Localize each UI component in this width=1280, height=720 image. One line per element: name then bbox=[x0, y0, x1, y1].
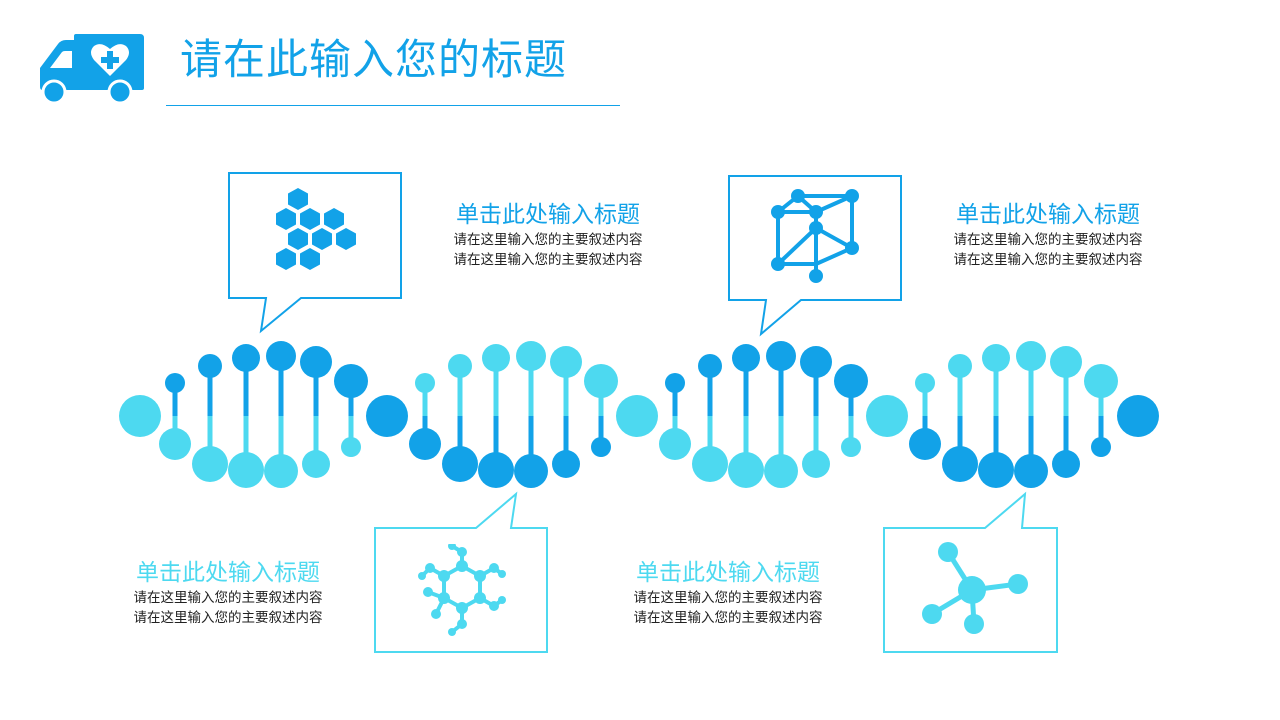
item-text-1: 单击此处输入标题 请在这里输入您的主要叙述内容 请在这里输入您的主要叙述内容 bbox=[428, 200, 668, 270]
item-desc[interactable]: 请在这里输入您的主要叙述内容 bbox=[453, 252, 643, 268]
item-title[interactable]: 单击此处输入标题 bbox=[136, 560, 320, 586]
dna-node bbox=[732, 344, 760, 372]
item-desc[interactable]: 请在这里输入您的主要叙述内容 bbox=[133, 610, 323, 626]
dna-node bbox=[514, 454, 548, 488]
dna-crossing-node bbox=[866, 395, 908, 437]
dna-node bbox=[584, 364, 618, 398]
dna-node bbox=[1084, 364, 1118, 398]
dna-node bbox=[692, 446, 728, 482]
title-divider bbox=[166, 105, 620, 106]
dna-node bbox=[948, 354, 972, 378]
dna-node bbox=[728, 452, 764, 488]
dna-node bbox=[1050, 346, 1082, 378]
dna-node bbox=[698, 354, 722, 378]
dna-node bbox=[982, 344, 1010, 372]
dna-node bbox=[834, 364, 868, 398]
dna-node bbox=[232, 344, 260, 372]
dna-node bbox=[802, 450, 830, 478]
dna-node bbox=[264, 454, 298, 488]
item-text-4: 单击此处输入标题 请在这里输入您的主要叙述内容 请在这里输入您的主要叙述内容 bbox=[608, 558, 848, 628]
dna-node bbox=[228, 452, 264, 488]
item-desc[interactable]: 请在这里输入您的主要叙述内容 bbox=[133, 590, 323, 606]
dna-crossing-node bbox=[119, 395, 161, 437]
dna-node bbox=[482, 344, 510, 372]
item-text-2: 单击此处输入标题 请在这里输入您的主要叙述内容 请在这里输入您的主要叙述内容 bbox=[928, 200, 1168, 270]
dna-node bbox=[1014, 454, 1048, 488]
item-title[interactable]: 单击此处输入标题 bbox=[956, 202, 1140, 228]
dna-node bbox=[1052, 450, 1080, 478]
dna-node bbox=[915, 373, 935, 393]
hexagon-cluster-icon bbox=[276, 188, 356, 270]
item-desc[interactable]: 请在这里输入您的主要叙述内容 bbox=[633, 610, 823, 626]
molecule-node-icon bbox=[922, 542, 1028, 634]
dna-node bbox=[415, 373, 435, 393]
dna-node bbox=[591, 437, 611, 457]
dna-node bbox=[442, 446, 478, 482]
dna-crossing-node bbox=[1117, 395, 1159, 437]
dna-node bbox=[516, 341, 546, 371]
dna-node bbox=[409, 428, 441, 460]
dna-node bbox=[800, 346, 832, 378]
dna-node bbox=[665, 373, 685, 393]
page-title: 请在此输入您的标题 bbox=[180, 35, 568, 84]
dna-node bbox=[165, 373, 185, 393]
item-desc[interactable]: 请在这里输入您的主要叙述内容 bbox=[633, 590, 823, 606]
item-text-3: 单击此处输入标题 请在这里输入您的主要叙述内容 请在这里输入您的主要叙述内容 bbox=[108, 558, 348, 628]
dna-node bbox=[766, 341, 796, 371]
dna-crossing-node bbox=[366, 395, 408, 437]
dna-node bbox=[341, 437, 361, 457]
dna-node bbox=[978, 452, 1014, 488]
dna-node bbox=[550, 346, 582, 378]
dna-node bbox=[841, 437, 861, 457]
cube-network-icon bbox=[771, 189, 859, 283]
dna-node bbox=[334, 364, 368, 398]
item-desc[interactable]: 请在这里输入您的主要叙述内容 bbox=[453, 232, 643, 248]
dna-node bbox=[448, 354, 472, 378]
item-title[interactable]: 单击此处输入标题 bbox=[636, 560, 820, 586]
dna-node bbox=[1091, 437, 1111, 457]
item-desc[interactable]: 请在这里输入您的主要叙述内容 bbox=[953, 232, 1143, 248]
dna-node bbox=[159, 428, 191, 460]
dna-node bbox=[266, 341, 296, 371]
dna-crossing-node bbox=[616, 395, 658, 437]
dna-node bbox=[942, 446, 978, 482]
dna-node bbox=[198, 354, 222, 378]
dna-node bbox=[192, 446, 228, 482]
dna-node bbox=[764, 454, 798, 488]
dna-node bbox=[909, 428, 941, 460]
hexagon-molecule-icon bbox=[418, 544, 506, 636]
item-desc[interactable]: 请在这里输入您的主要叙述内容 bbox=[953, 252, 1143, 268]
dna-node bbox=[302, 450, 330, 478]
ambulance-heart-icon bbox=[40, 34, 144, 105]
dna-node bbox=[1016, 341, 1046, 371]
dna-node bbox=[552, 450, 580, 478]
dna-node bbox=[300, 346, 332, 378]
dna-node bbox=[478, 452, 514, 488]
dna-node bbox=[659, 428, 691, 460]
item-title[interactable]: 单击此处输入标题 bbox=[456, 202, 640, 228]
